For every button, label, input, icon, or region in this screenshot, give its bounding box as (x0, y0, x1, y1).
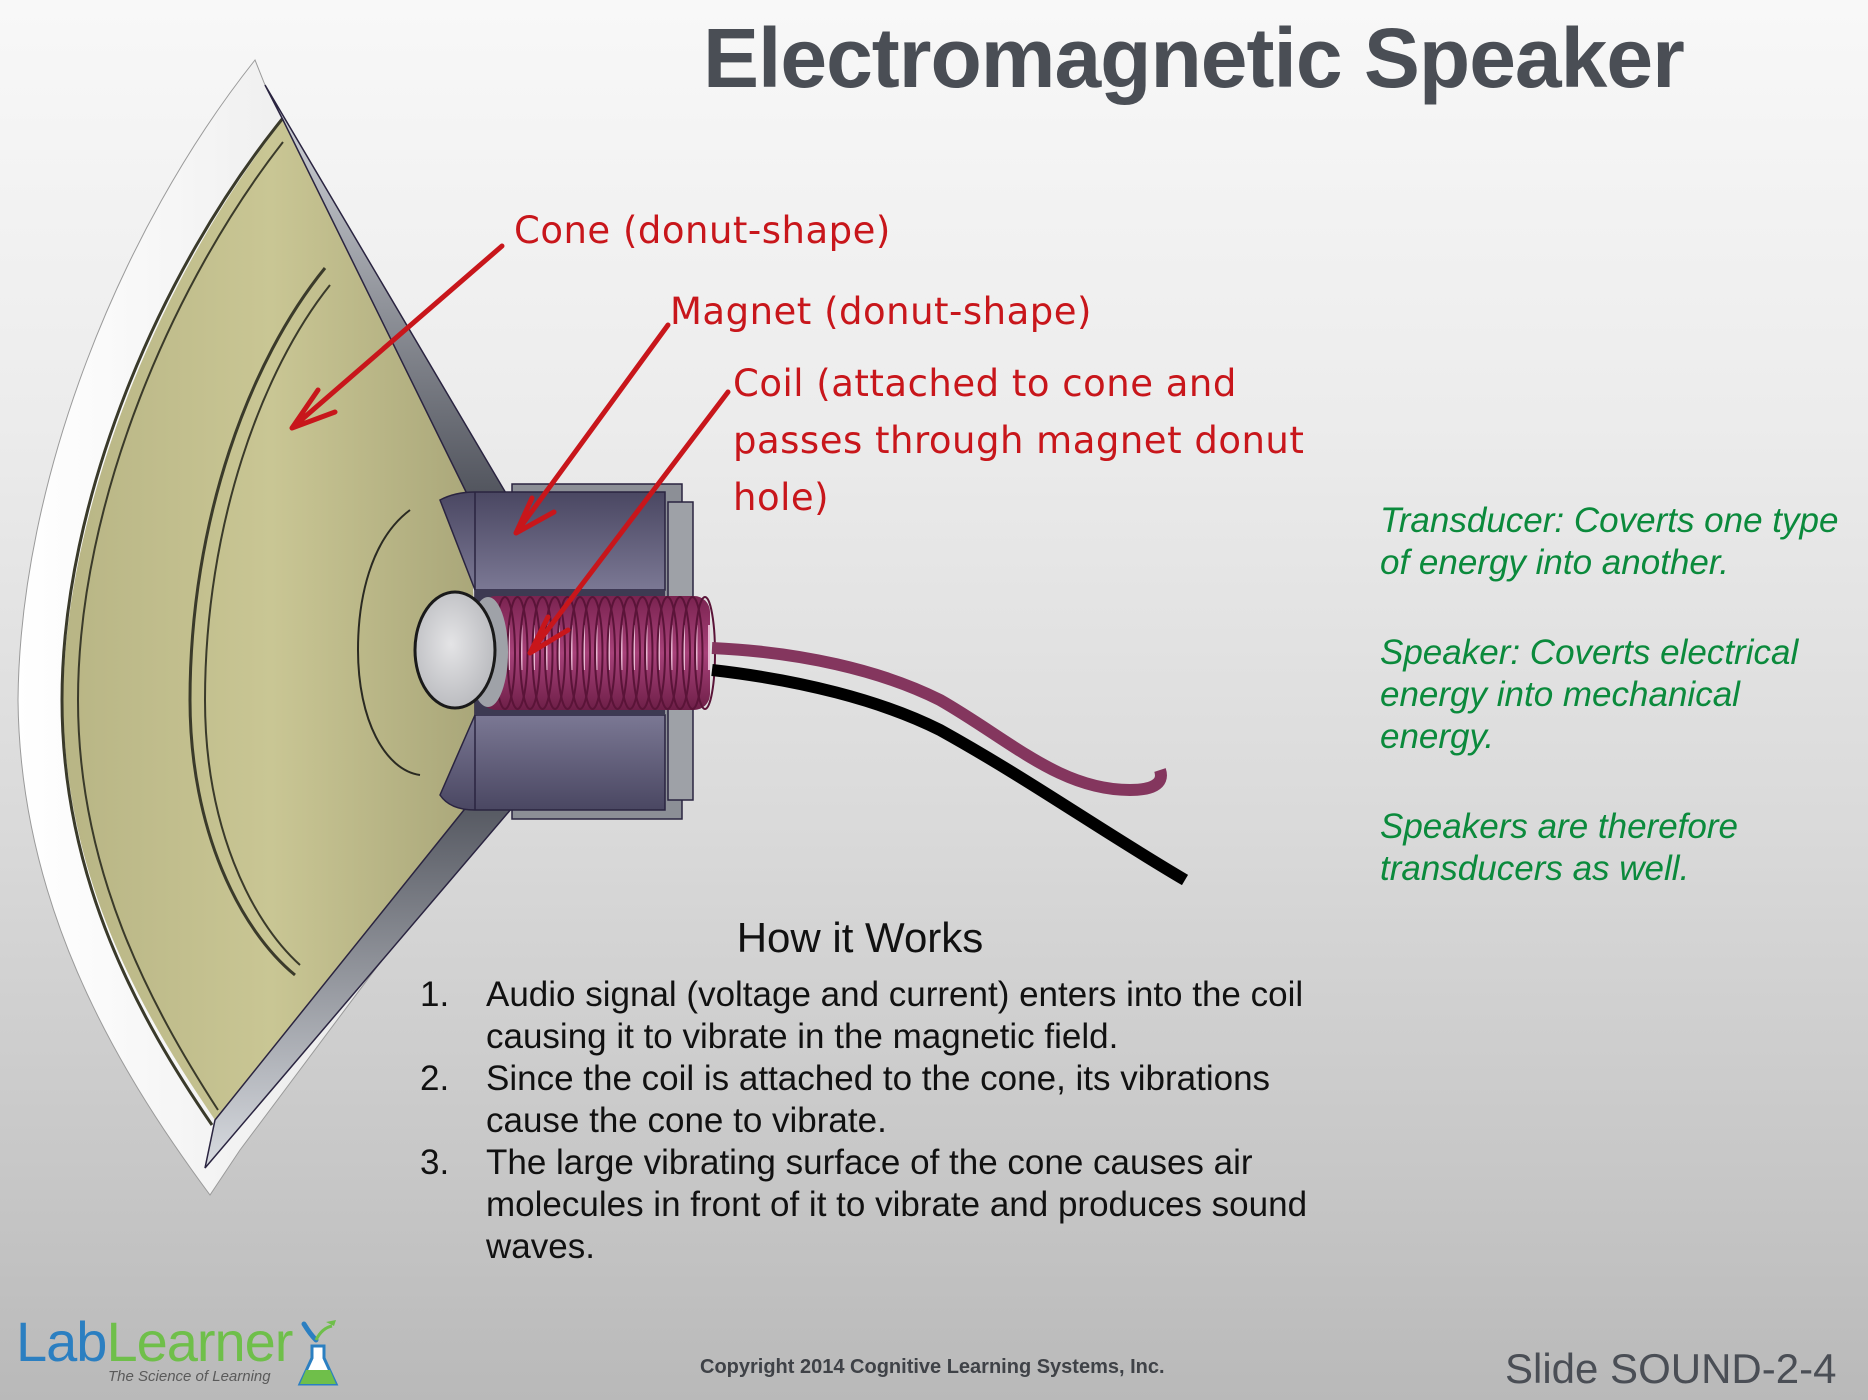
list-item: 2. Since the coil is attached to the con… (420, 1058, 1320, 1142)
coil-windings (494, 596, 716, 710)
definition-notes: Transducer: Coverts one type of energy i… (1380, 500, 1860, 938)
step-number: 3. (420, 1143, 450, 1182)
coil-winding (644, 596, 666, 710)
coil-winding (519, 596, 541, 710)
cone-arrow (289, 243, 505, 431)
wire-magenta (711, 642, 1167, 797)
label-magnet: Magnet (donut-shape) (670, 290, 1092, 333)
note-transducer: Transducer: Coverts one type of energy i… (1380, 501, 1839, 582)
coil-winding (631, 596, 654, 710)
coil-winding (681, 596, 704, 710)
step-text: Audio signal (voltage and current) enter… (486, 975, 1304, 1056)
label-cone: Cone (donut-shape) (514, 209, 891, 252)
label-coil-line: Coil (attached to cone and (733, 362, 1237, 405)
coil-arrow (527, 389, 731, 656)
cone-ridge-outer (60, 117, 285, 1126)
magnet-top (439, 491, 666, 591)
coil-winding (581, 596, 604, 710)
how-it-works-list: 1. Audio signal (voltage and current) en… (420, 974, 1320, 1268)
magnet-arrow (513, 322, 671, 536)
how-it-works-heading: How it Works (736, 914, 984, 961)
coil-winding (619, 596, 641, 710)
flask-icon (297, 1320, 339, 1386)
slide-title: Electromagnetic Speaker (703, 11, 1685, 105)
coil-winding (544, 596, 566, 710)
coil-winding (594, 596, 616, 710)
label-coil: Coil (attached to cone and passes throug… (733, 355, 1304, 526)
logo-wordmark: LabLearner (16, 1310, 293, 1373)
cone-ridge-inner (188, 267, 327, 977)
annotation-arrows (289, 243, 731, 656)
copyright-text: Copyright 2014 Cognitive Learning System… (700, 1356, 1165, 1378)
list-item: 3. The large vibrating surface of the co… (420, 1142, 1320, 1268)
step-text: The large vibrating surface of the cone … (486, 1143, 1308, 1266)
cone-center-ring (356, 509, 421, 776)
logo-lab-text: Lab (16, 1310, 107, 1373)
speaker-cone (63, 120, 480, 1120)
slide-number: Slide SOUND-2-4 (1505, 1345, 1837, 1392)
step-text: Since the coil is attached to the cone, … (486, 1059, 1271, 1140)
lablearner-logo: LabLearner The Science of Learning (16, 1310, 339, 1392)
step-number: 1. (420, 975, 450, 1014)
note-speaker: Speaker: Coverts electrical energy into … (1380, 633, 1799, 756)
logo-tagline: The Science of Learning (108, 1368, 271, 1385)
label-coil-line: passes through magnet donut (733, 419, 1305, 462)
note-conclusion: Speakers are therefore transducers as we… (1380, 807, 1738, 888)
logo-learner-text: Learner (106, 1310, 293, 1373)
coil-winding (669, 596, 691, 710)
step-number: 2. (420, 1059, 450, 1098)
magnet-bottom (439, 714, 666, 811)
label-coil-line: hole) (733, 476, 830, 519)
coil-winding (606, 596, 629, 710)
coil-winding (556, 596, 579, 710)
dust-cap (413, 590, 497, 710)
cone-ridge-outer-2 (76, 141, 284, 1111)
list-item: 1. Audio signal (voltage and current) en… (420, 974, 1320, 1058)
coil-winding (656, 596, 679, 710)
coil-winding (569, 596, 591, 710)
cone-ridge-inner-2 (203, 284, 331, 966)
wire-black (711, 664, 1189, 886)
